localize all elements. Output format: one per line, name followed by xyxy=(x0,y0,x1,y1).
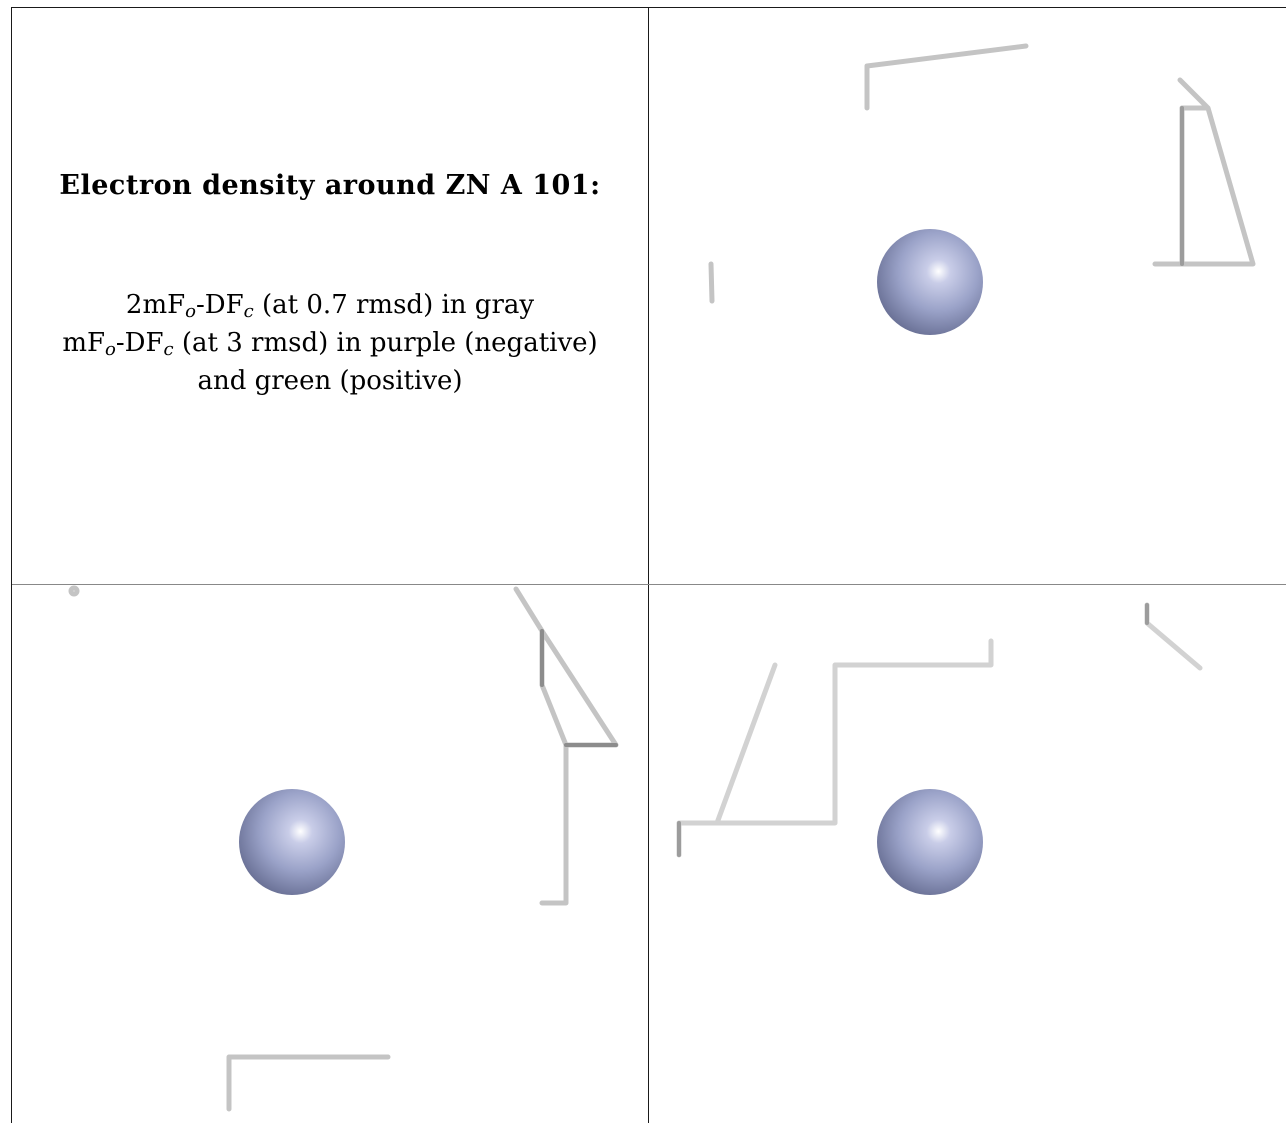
density-mesh-line xyxy=(539,742,569,906)
zinc-atom-sphere xyxy=(877,229,983,335)
center-divider xyxy=(648,7,649,1123)
legend-line-positive: and green (positive) xyxy=(197,366,463,396)
zinc-atom-sphere xyxy=(877,789,983,895)
density-mesh-dot xyxy=(68,585,80,597)
top-border xyxy=(12,7,1286,8)
zinc-atom-sphere xyxy=(239,789,345,895)
legend-line-gray: 2mFo-DFc (at 0.7 rmsd) in gray xyxy=(12,286,648,324)
legend-line-gray-mid: -DF xyxy=(196,290,244,320)
density-mesh-line xyxy=(714,662,778,826)
middle-divider xyxy=(12,584,1286,585)
density-view-top-right xyxy=(708,43,1256,335)
density-mesh-line xyxy=(1144,602,1203,671)
view-panel-bottom-right xyxy=(649,585,1286,1123)
legend-line-gray-sub-c: c xyxy=(243,301,254,322)
density-mesh-line xyxy=(1152,77,1256,267)
view-panel-top-right xyxy=(649,8,1286,584)
view-panel-bottom-left xyxy=(12,585,648,1123)
left-border xyxy=(11,7,12,1123)
density-mesh-line xyxy=(513,586,619,748)
density-view-bottom-left xyxy=(68,585,619,1112)
legend-line-diff-mid: -DF xyxy=(115,328,164,358)
legend-line-difference: mFo-DFc (at 3 rmsd) in purple (negative) xyxy=(12,324,648,362)
legend-line-diff-sub-o: o xyxy=(105,339,116,360)
legend-line-diff-prefix: mF xyxy=(62,328,106,358)
legend-line-gray-sub-o: o xyxy=(185,301,196,322)
legend-line-gray-suffix: (at 0.7 rmsd) in gray xyxy=(253,290,535,320)
legend-text: 2mFo-DFc (at 0.7 rmsd) in gray mFo-DFc (… xyxy=(12,286,648,400)
density-mesh-line xyxy=(864,43,1029,111)
figure-title: Electron density around ZN A 101: xyxy=(59,170,601,201)
density-view-bottom-right xyxy=(676,602,1203,895)
legend-line-gray-prefix: 2mF xyxy=(125,290,186,320)
caption-panel: Electron density around ZN A 101: 2mFo-D… xyxy=(12,8,648,584)
legend-line-diff-sub-c: c xyxy=(163,339,174,360)
legend-line-diff-suffix: (at 3 rmsd) in purple (negative) xyxy=(173,328,598,358)
density-mesh-line xyxy=(708,261,715,304)
density-mesh-line xyxy=(226,1054,391,1112)
